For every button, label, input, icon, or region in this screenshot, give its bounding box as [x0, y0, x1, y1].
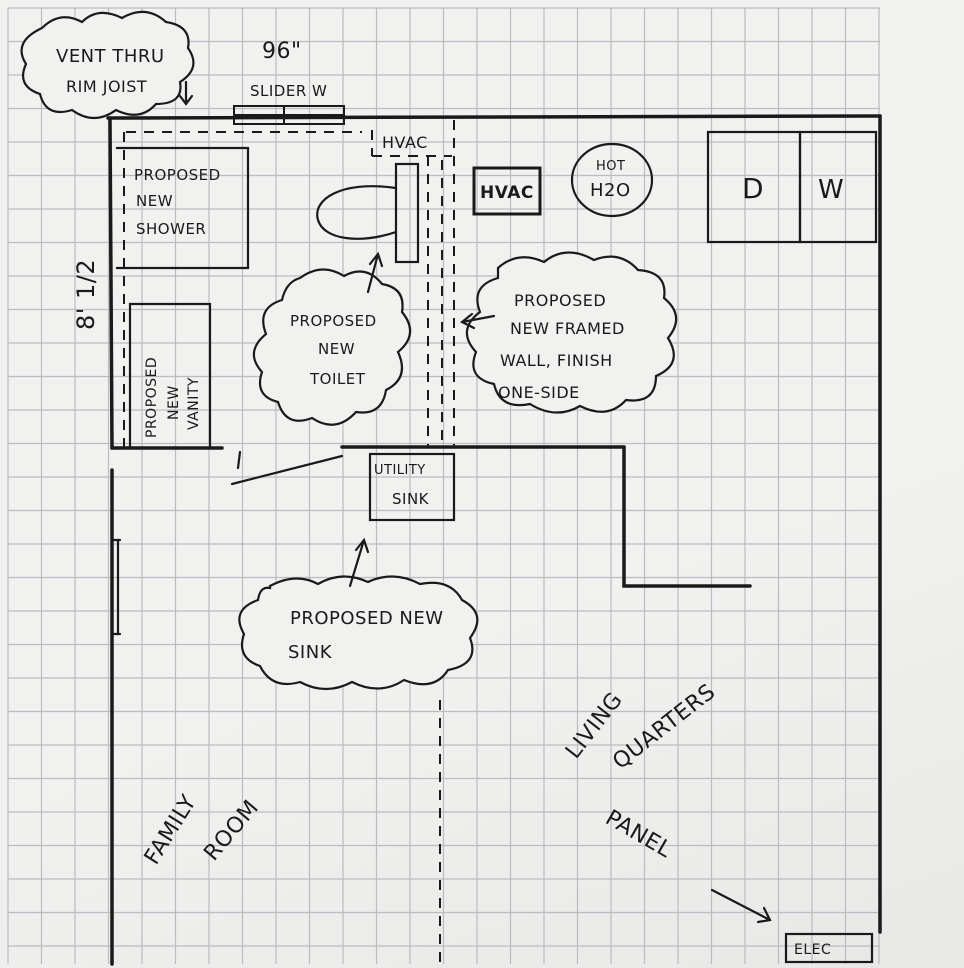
hot-water-label-line-1: HOT	[596, 159, 625, 174]
sink-cloud	[238, 575, 479, 691]
slider-window	[233, 105, 345, 125]
stair-wall	[622, 445, 752, 588]
elec-box	[784, 932, 874, 964]
shower-label-line-1: PROPOSED	[134, 166, 221, 184]
panel-label: PANEL	[601, 806, 676, 864]
door-marks	[110, 450, 344, 636]
shower-outline	[116, 146, 250, 270]
utility-sink-box	[368, 452, 456, 522]
left-wall-upper	[108, 116, 114, 450]
framed-wall-arrow	[459, 312, 496, 330]
washer-box	[798, 130, 878, 244]
hot-water-tank	[570, 142, 654, 218]
toilet-bowl	[316, 185, 397, 240]
framed-wall-label-line-4: ONE-SIDE	[498, 383, 580, 402]
washer-label: W	[818, 175, 844, 205]
dryer-label: D	[742, 172, 764, 205]
vanity-label-line-1: PROPOSED	[144, 357, 160, 438]
framed-wall-label-line-2: NEW FRAMED	[510, 319, 625, 338]
callout-clouds	[20, 10, 678, 691]
vanity-label-line-3: VANITY	[186, 377, 202, 430]
graph-paper-grid	[7, 7, 880, 964]
toilet-arrow	[366, 251, 384, 294]
sink-arrow	[348, 537, 370, 588]
hot-water-label-line-2: H2O	[590, 180, 631, 201]
toilet-cloud	[252, 268, 412, 426]
bath-door-jamb	[236, 450, 242, 470]
shower-label-line-3: SHOWER	[136, 220, 206, 238]
panel-arrow	[710, 888, 772, 924]
dimension-label: 8' 1/2	[72, 259, 100, 330]
top-wall	[106, 114, 882, 120]
utility-sink-label-line-2: SINK	[392, 490, 430, 508]
elec-label: ELEC	[794, 942, 831, 958]
vanity-label-line-2: NEW	[166, 385, 182, 420]
hvac-box-label: HVAC	[480, 183, 534, 203]
hvac-top-label: HVAC	[382, 133, 428, 152]
vent-arrow	[178, 80, 194, 106]
vent-label-line-1: VENT THRU	[56, 46, 165, 67]
shower-label-line-2: NEW	[136, 192, 173, 210]
fixtures	[116, 130, 878, 964]
vent-label-line-2: RIM JOIST	[66, 77, 147, 96]
toilet-label-line-2: NEW	[318, 340, 355, 358]
hvac-unit	[472, 166, 542, 216]
toilet-label-line-1: PROPOSED	[290, 312, 377, 330]
family-room-door-2	[110, 538, 122, 636]
framed-wall-label-line-1: PROPOSED	[514, 291, 606, 310]
dashed-framing	[123, 120, 455, 964]
toilet-tank	[394, 162, 420, 264]
framed-wall-label-line-3: WALL, FINISH	[500, 351, 613, 370]
labels: VENT THRU RIM JOIST 96" SLIDER W HVAC 8'…	[56, 39, 844, 958]
slider-width-label: 96"	[262, 39, 302, 64]
sink-label-line-1: PROPOSED NEW	[290, 608, 444, 629]
toilet-label-line-3: TOILET	[309, 370, 366, 388]
vanity-outline	[128, 302, 212, 450]
vent-cloud	[20, 10, 195, 120]
framed-wall-cloud	[465, 251, 678, 414]
sink-label-line-2: SINK	[288, 642, 333, 663]
slider-label: SLIDER W	[250, 82, 327, 100]
family-room-label-line-1: FAMILY	[140, 791, 202, 870]
utility-sink-label-line-1: UTILITY	[374, 463, 426, 478]
arrows	[178, 80, 772, 924]
living-quarters-label-line-2: QUARTERS	[608, 679, 720, 774]
bath-door-swing	[230, 454, 344, 486]
